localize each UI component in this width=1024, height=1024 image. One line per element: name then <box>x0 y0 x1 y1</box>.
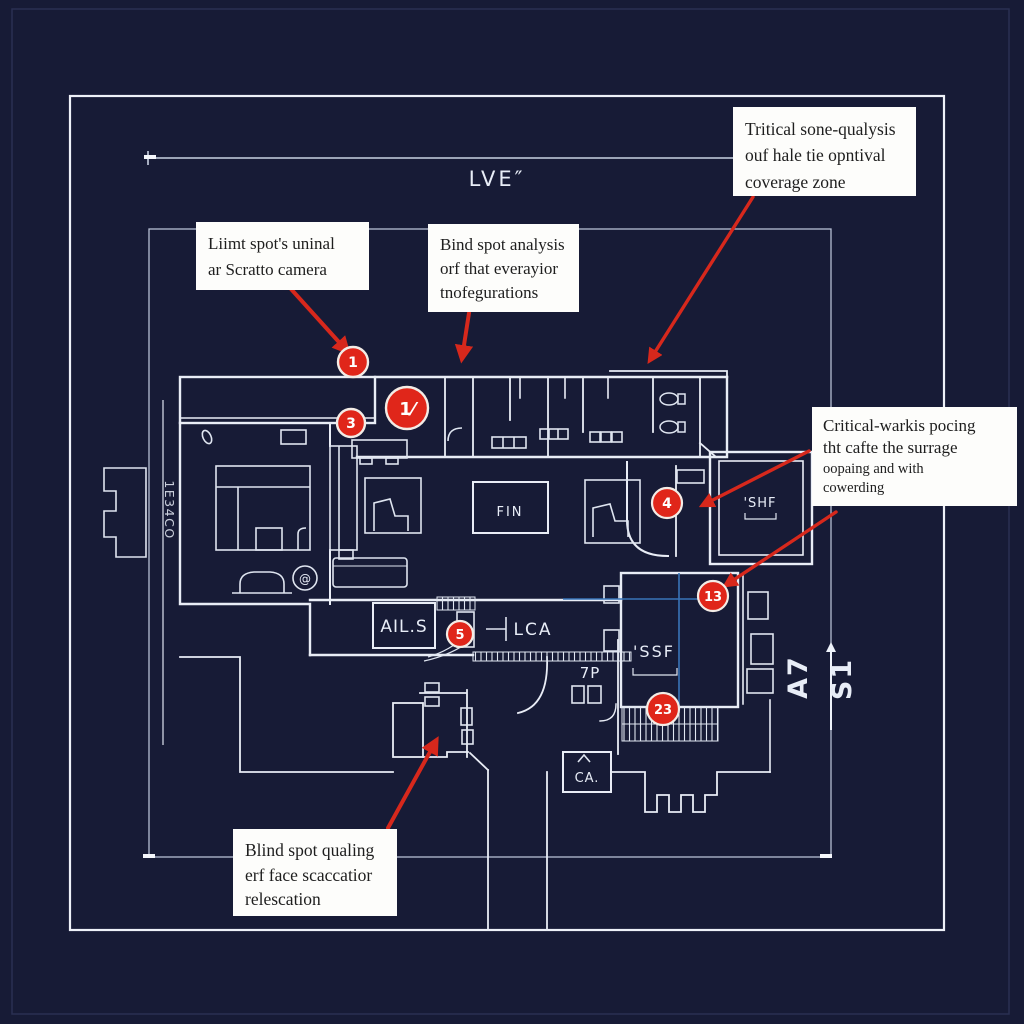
inner-frame <box>148 228 832 858</box>
marker-23: 23 <box>645 691 681 727</box>
side-code-label: 1E34CO <box>162 480 177 539</box>
annotation-line: orf that everayior <box>440 259 558 279</box>
arrow-left-box <box>289 287 351 356</box>
room-label-fin: FIN <box>496 505 523 520</box>
svg-text:5: 5 <box>455 628 464 643</box>
annotation-line: Blind spot qualing <box>245 840 375 860</box>
marker-4: 4 <box>650 486 684 520</box>
annotation-line: Liimt spot's uninal <box>208 234 335 253</box>
arrow-topright-box <box>647 195 755 364</box>
axis-label-a7: A7 <box>783 655 814 699</box>
marker-5: 5 <box>445 619 475 649</box>
arrow-middle-box <box>454 311 474 364</box>
annotation-blind-spot-analysis: Bind spot analysis orf that everayior tn… <box>428 224 579 312</box>
marker-1-slash: 1⁄ <box>384 385 430 431</box>
furniture <box>201 427 774 793</box>
top-dimension-line <box>144 151 838 165</box>
toilet-fixtures <box>659 392 686 434</box>
symbol-glyph: @ <box>299 572 311 586</box>
red-arrows <box>289 195 838 830</box>
left-bump-outline <box>103 400 164 745</box>
arrow-bottom-box <box>386 736 439 830</box>
svg-text:1: 1 <box>348 355 358 371</box>
marker-13: 13 <box>696 579 730 613</box>
arrow-right-box-1 <box>698 449 811 508</box>
room-label-ssf: 'SSF <box>633 642 675 661</box>
outer-frame <box>68 94 946 932</box>
annotation-line: cowerding <box>823 480 885 496</box>
annotation-line: erf face scaccatior <box>245 864 373 885</box>
annotation-line: tht cafte the surrage <box>823 438 958 458</box>
svg-text:23: 23 <box>654 703 672 718</box>
room-label-7p: 7P <box>580 664 601 682</box>
marker-1: 1 <box>336 345 370 379</box>
annotation-line: oopaing and with <box>823 460 924 477</box>
annotation-line: relescation <box>245 889 321 909</box>
annotation-line: Bind spot analysis <box>440 235 565 254</box>
room-label-shf: 'SHF <box>743 496 776 511</box>
annotation-line: Tritical sone-qualysis <box>745 119 896 139</box>
room-label-ails: AIL.S <box>380 617 427 637</box>
marker-3: 3 <box>335 407 367 439</box>
annotation-line: Critical-warkis pocing <box>823 416 976 435</box>
annotation-line: coverage zone <box>745 171 846 192</box>
dimension-label-lve: LVE″ <box>469 167 526 191</box>
arrow-right-box-2 <box>722 510 838 588</box>
bottom-dimension-ticks <box>143 854 832 858</box>
page-edge-border <box>11 8 1010 1015</box>
room-label-lca: LCA <box>514 620 553 640</box>
annotation-coverage-zone: Tritical sone-qualysis ouf hale tie opnt… <box>733 107 916 196</box>
shf-bracket <box>744 513 777 520</box>
annotation-line: tnofegurations <box>440 283 539 303</box>
svg-text:1⁄: 1⁄ <box>399 399 419 420</box>
axis-label-s1: S1 <box>827 658 858 700</box>
floor-plan-walls <box>178 370 814 931</box>
annotation-line: ouf hale tie opntival <box>745 145 886 166</box>
room-label-ca: CA. <box>575 771 600 786</box>
svg-text:13: 13 <box>704 590 722 605</box>
svg-text:3: 3 <box>346 416 356 432</box>
ssf-bracket <box>632 668 678 676</box>
annotation-camera-spot: Liimt spot's uninal ar Scratto camera <box>196 222 369 290</box>
direction-arrow: A7 S1 <box>783 642 858 730</box>
annotation-line: ar Scratto camera <box>208 260 327 280</box>
annotation-blind-spot-relocation: Blind spot qualing erf face scaccatior r… <box>233 829 397 916</box>
annotation-critical-points: Critical-warkis pocing tht cafte the sur… <box>812 407 1017 506</box>
svg-text:4: 4 <box>662 496 672 512</box>
camera-crosshair-lines <box>563 573 701 707</box>
